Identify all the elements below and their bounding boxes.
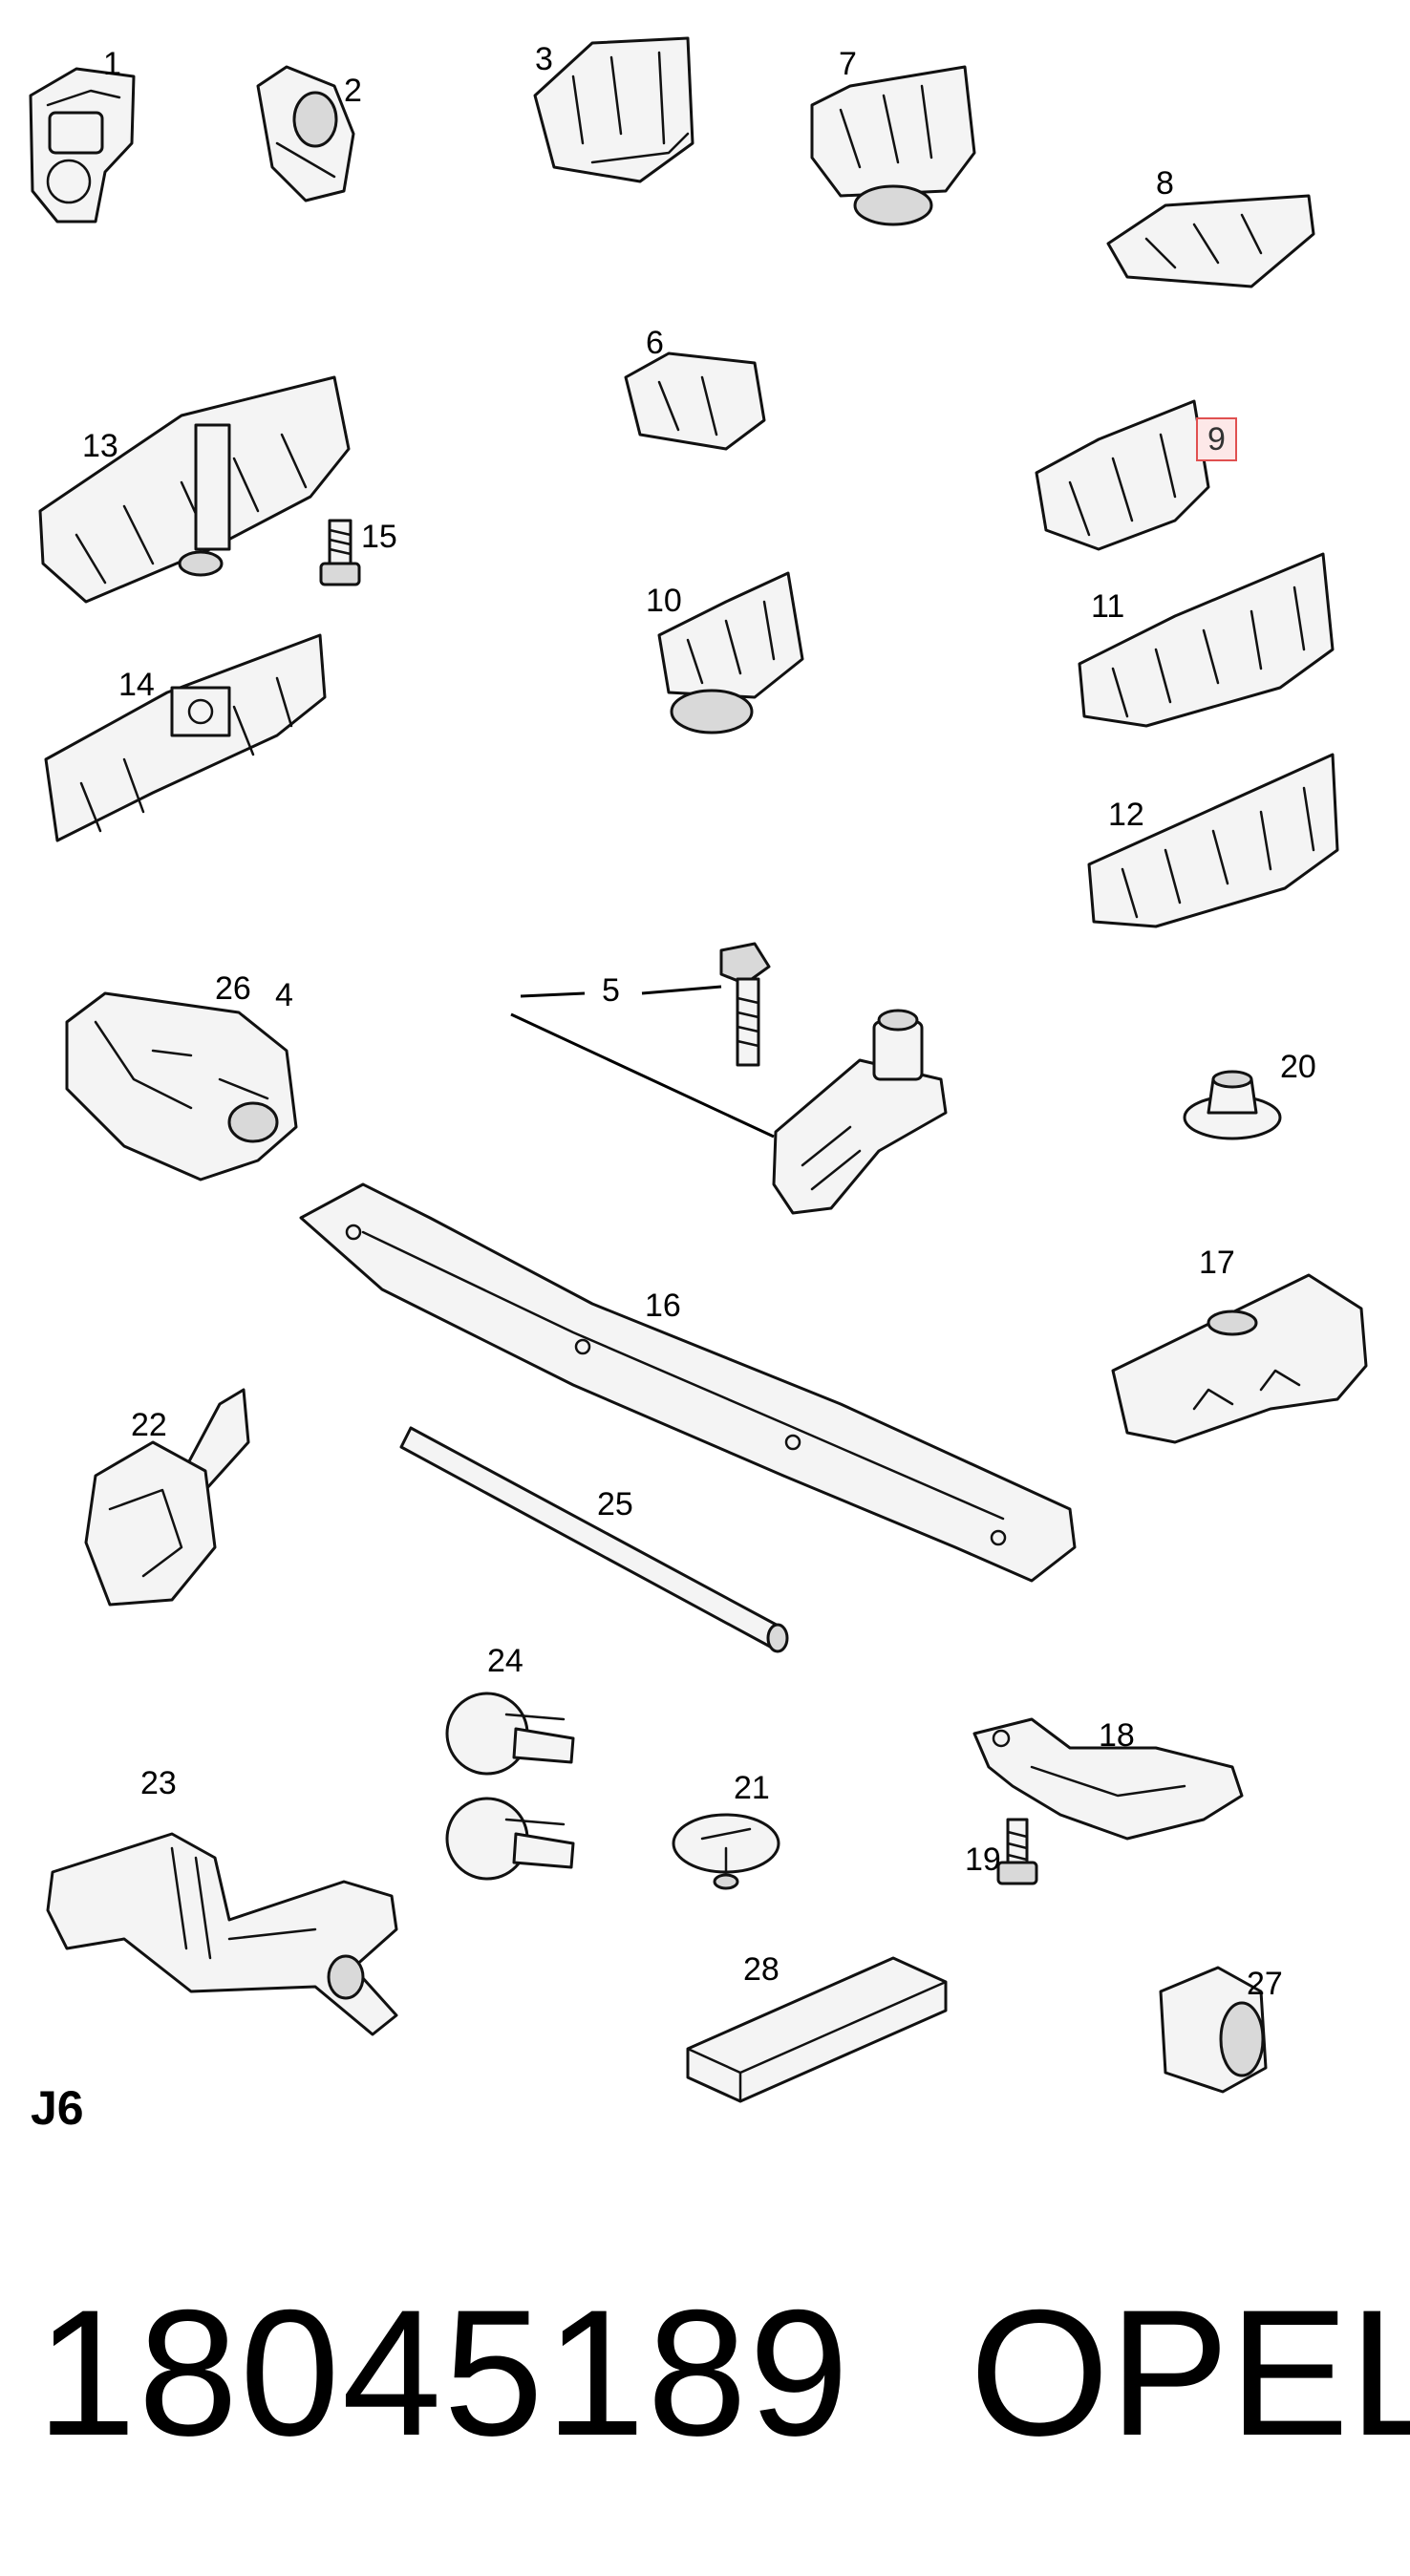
callout-21: 21 [734, 1770, 770, 1806]
callout-10: 10 [646, 583, 682, 619]
callout-5: 5 [602, 972, 620, 1009]
callout-28: 28 [743, 1951, 780, 1988]
callout-27: 27 [1247, 1966, 1283, 2002]
callout-13: 13 [82, 428, 118, 464]
callout-19: 19 [965, 1842, 1001, 1878]
callout-26: 26 [215, 970, 251, 1007]
callout-8: 8 [1156, 165, 1174, 202]
part-3-clip [533, 36, 694, 183]
part-15-bolt [319, 519, 361, 586]
part-8-clip [1106, 194, 1315, 288]
callout-12: 12 [1108, 797, 1144, 833]
part-19-bolt [996, 1818, 1038, 1885]
callout-16: 16 [645, 1288, 681, 1324]
part-12-clip [1087, 753, 1339, 928]
part-22-clip [84, 1388, 250, 1607]
part-6-clip [624, 351, 766, 451]
part-1-clip [29, 67, 136, 224]
callout-2: 2 [344, 73, 362, 109]
brand-name: OPEL [970, 2272, 1410, 2473]
part-21-rivet [672, 1813, 780, 1890]
leader-4-bracket [510, 1012, 775, 1139]
callout-15: 15 [361, 519, 397, 555]
callout-18: 18 [1099, 1717, 1135, 1754]
callout-14: 14 [118, 667, 155, 703]
leader-4-5 [520, 991, 586, 998]
part-10-clip [657, 571, 804, 734]
callout-1: 1 [103, 46, 121, 82]
part-4-bracket [772, 1009, 948, 1215]
callout-7: 7 [839, 46, 857, 82]
part-25-rod [399, 1426, 789, 1653]
part-18-bracket [972, 1717, 1244, 1841]
part-23-bracket [46, 1832, 398, 2036]
callout-24: 24 [487, 1643, 523, 1679]
part-24-clip [445, 1692, 575, 1881]
leader-5-bolt [641, 985, 722, 995]
callout-4: 4 [275, 977, 293, 1013]
callout-25: 25 [597, 1486, 633, 1522]
part-13-clip [38, 375, 351, 604]
part-26-clamp [65, 991, 298, 1182]
part-7-clip [810, 65, 976, 226]
callout-23: 23 [140, 1765, 177, 1801]
part-9-clip [1035, 399, 1210, 551]
diagram-code-label: J6 [31, 2081, 84, 2135]
callout-22: 22 [131, 1407, 167, 1443]
part-20-grommet [1183, 1070, 1282, 1140]
part-number: 18045189 [36, 2272, 851, 2473]
part-27-bushing [1159, 1966, 1268, 2094]
part-17-cover [1111, 1273, 1368, 1444]
callout-17: 17 [1199, 1245, 1235, 1281]
part-5-bolt [719, 942, 771, 1067]
part-2-fastener [256, 65, 355, 202]
part-14-clip [44, 633, 327, 842]
callout-9-highlighted: 9 [1196, 417, 1237, 461]
part-11-clip [1078, 552, 1335, 728]
callout-20: 20 [1280, 1049, 1316, 1085]
part-28-pad [686, 1956, 948, 2103]
part-16-strip [299, 1182, 1077, 1583]
callout-11: 11 [1091, 588, 1125, 625]
callout-3: 3 [535, 41, 553, 77]
callout-6: 6 [646, 325, 664, 361]
